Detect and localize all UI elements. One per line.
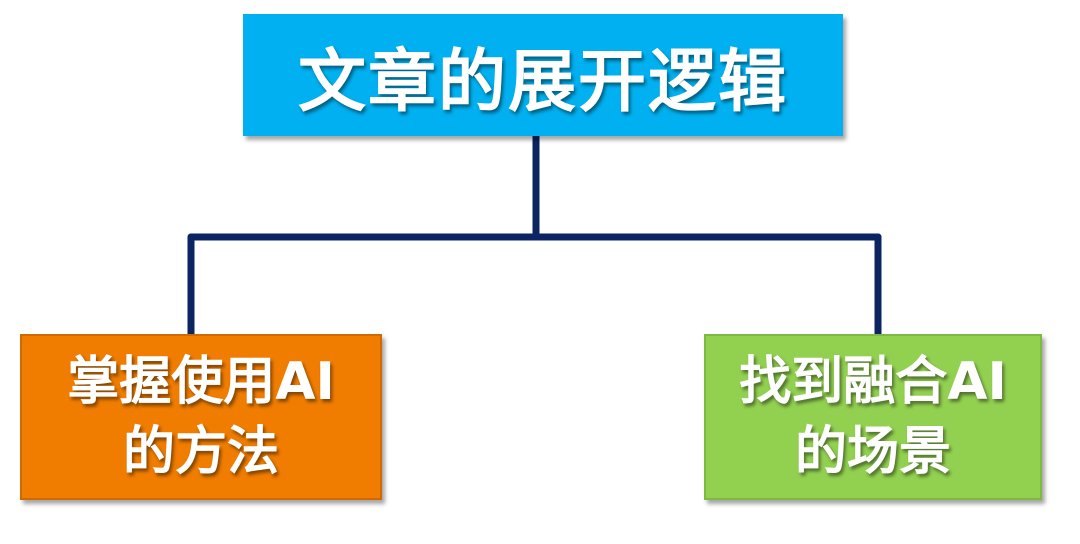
child-node-right-line2: 的场景	[794, 422, 951, 482]
child-node-left-line2: 的方法	[122, 422, 279, 482]
child-node-right-line1: 找到融合AI	[739, 352, 1007, 412]
child-node-left: 掌握使用AI 的方法	[20, 334, 382, 500]
root-node: 文章的展开逻辑	[243, 14, 843, 136]
child-node-right: 找到融合AI 的场景	[704, 334, 1042, 500]
root-node-label: 文章的展开逻辑	[297, 42, 788, 122]
child-node-left-line1: 掌握使用AI	[67, 352, 335, 412]
